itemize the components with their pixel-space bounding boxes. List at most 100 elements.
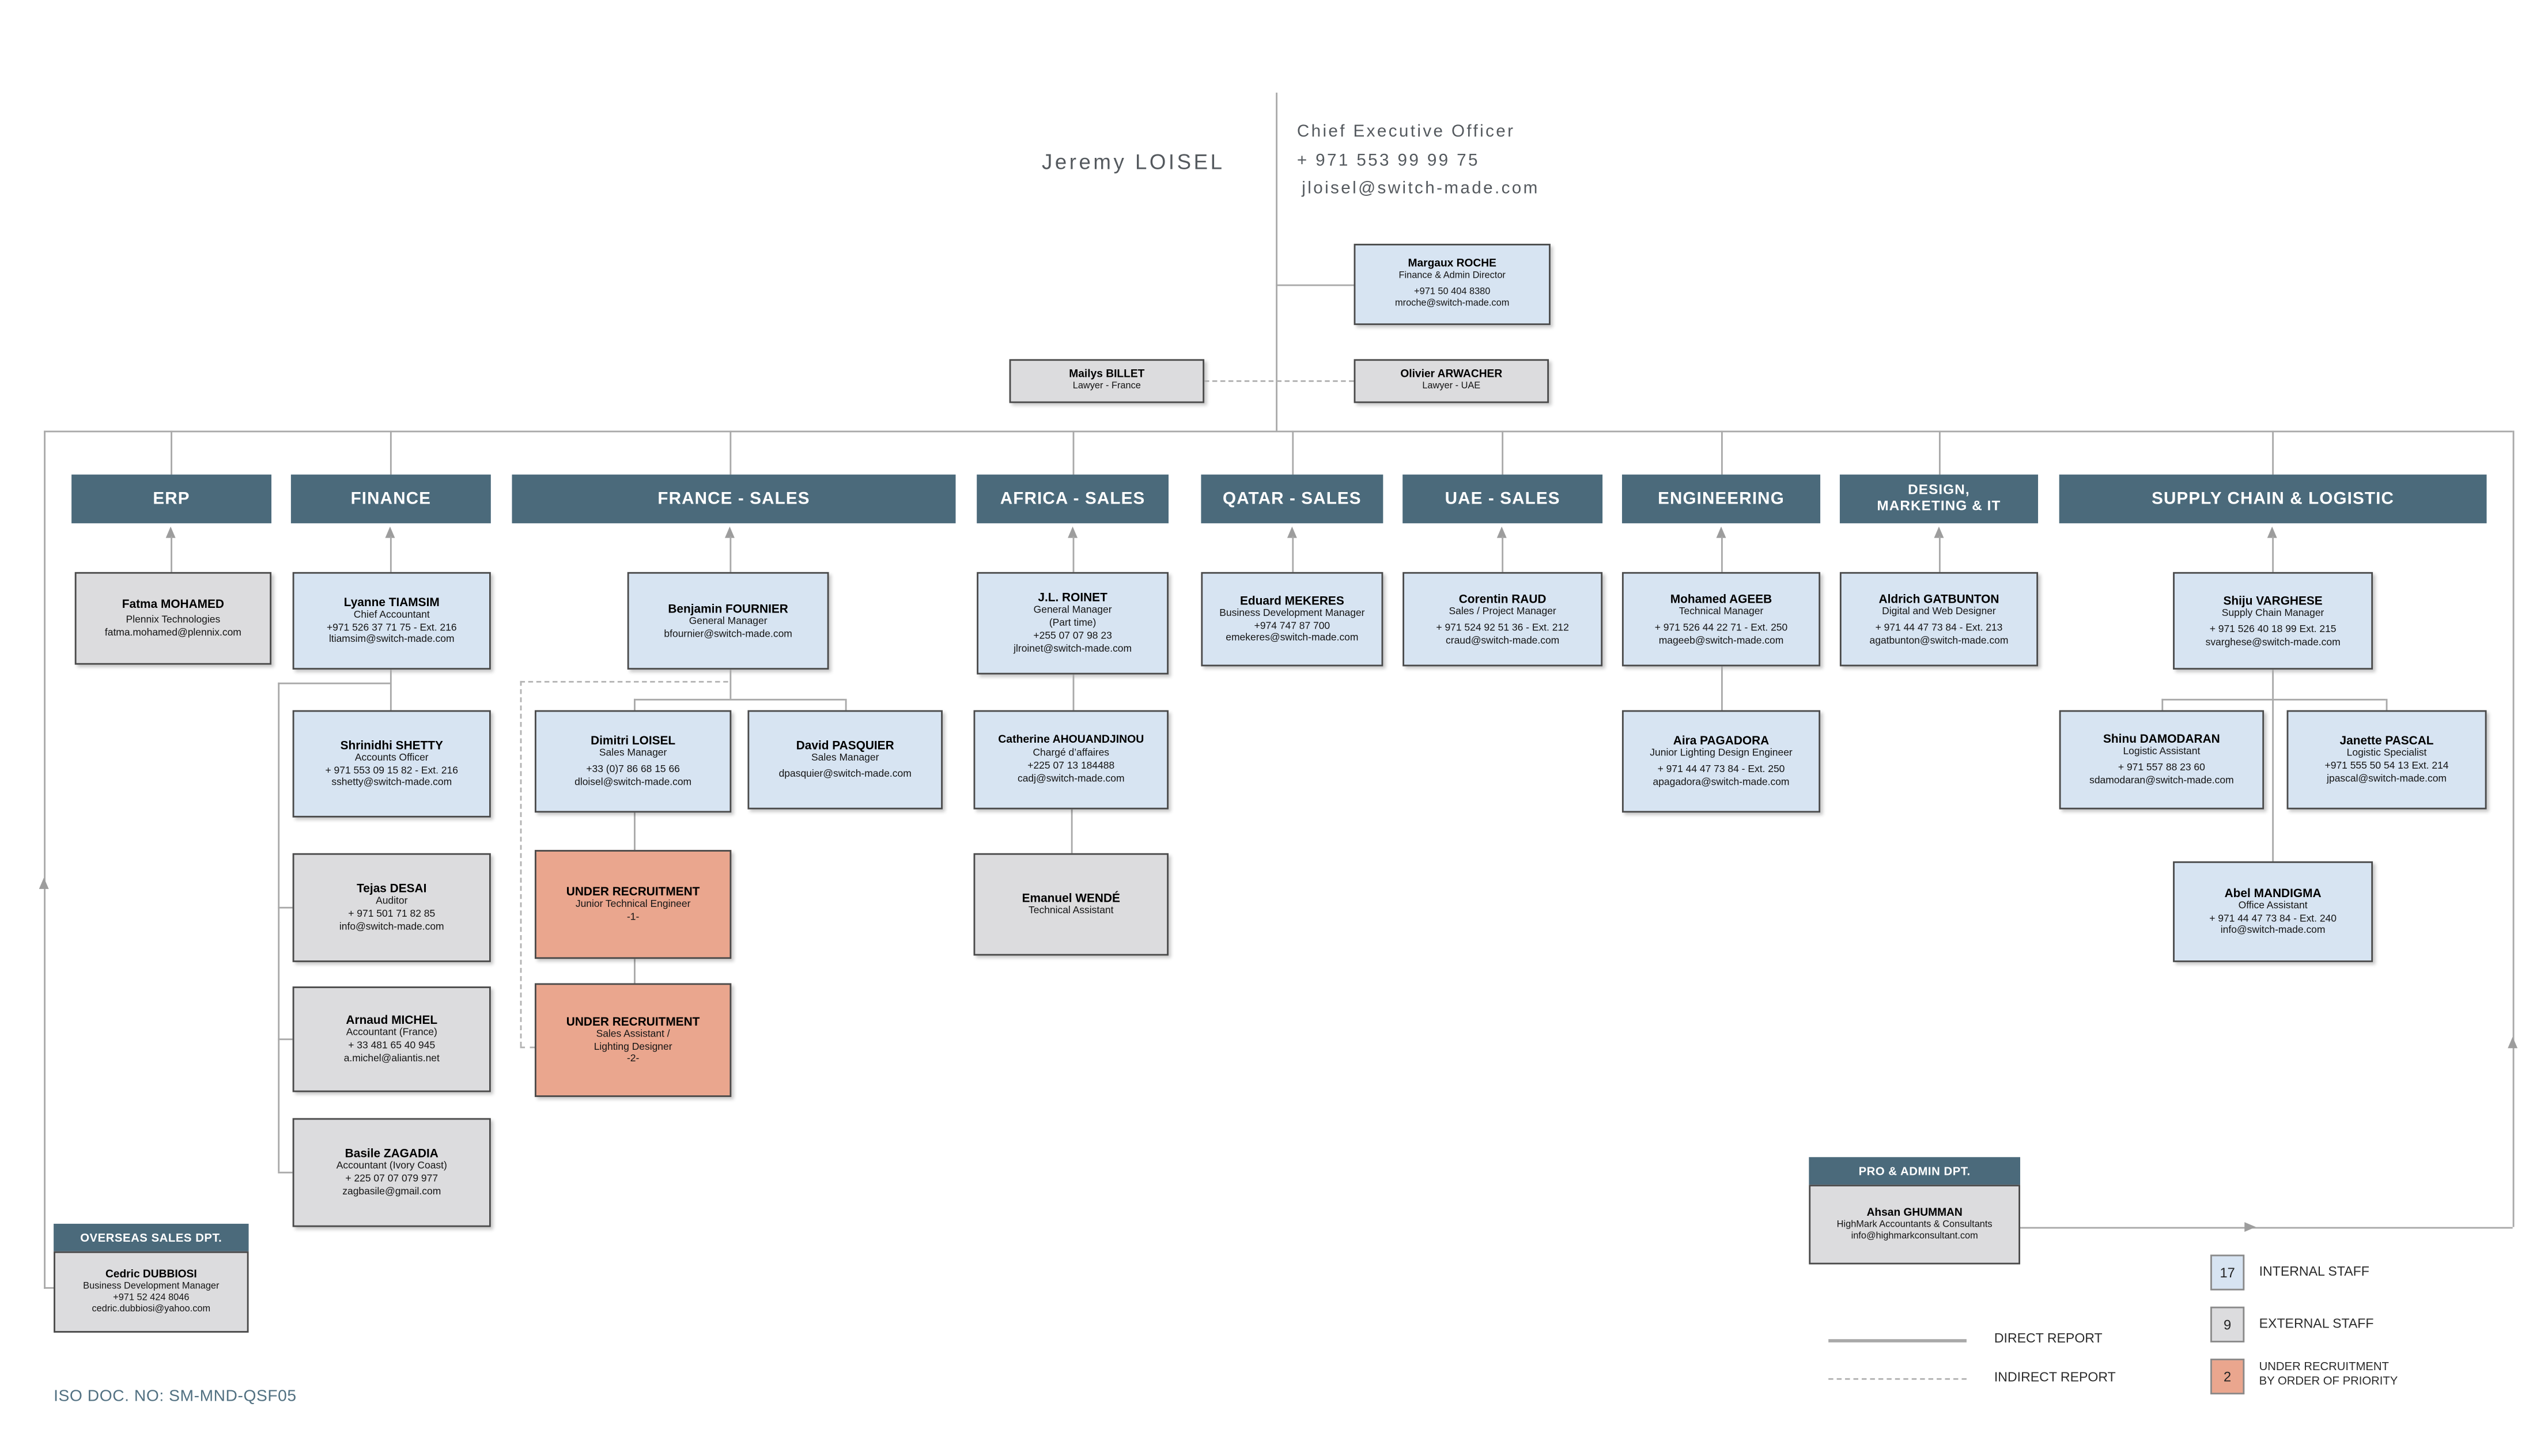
person-card-abel: Abel MANDIGMA Office Assistant + 971 44 … (2173, 861, 2373, 962)
dept-label: UAE - SALES (1445, 488, 1560, 508)
arrow-up-icon (385, 526, 395, 538)
person-card-arnaud: Arnaud MICHEL Accountant (France) + 33 4… (292, 986, 491, 1092)
person-name: David PASQUIER (796, 738, 894, 752)
person-email: cedric.dubbiosi@yahoo.com (92, 1304, 211, 1314)
person-name: Mailys BILLET (1069, 369, 1145, 381)
connector (278, 1038, 293, 1041)
person-name: Arnaud MICHEL (346, 1013, 438, 1028)
person-card-catherine: Catherine AHOUANDJINOU Chargé d’affaires… (973, 710, 1169, 810)
person-title: Plennix Technologies (126, 615, 221, 627)
connector-stub (1938, 430, 1941, 475)
person-title: Lawyer - UAE (1422, 381, 1481, 392)
person-phone: +33 (0)7 86 68 15 66 (586, 764, 680, 776)
person-phone: + 971 553 09 15 82 - Ext. 216 (325, 765, 459, 777)
dept-header-finance: FINANCE (290, 474, 491, 524)
dept-label: ERP (153, 488, 190, 508)
person-phone: + 971 44 47 73 84 - Ext. 213 (1875, 622, 2003, 634)
person-name: Basile ZAGADIA (345, 1146, 438, 1161)
person-phone: + 971 501 71 82 85 (348, 908, 436, 920)
legend-internal-swatch: 17 (2210, 1254, 2245, 1291)
connector-overseas-stub (44, 1287, 57, 1289)
person-title: Accountant (France) (346, 1027, 437, 1039)
person-phone: +971 50 404 8380 (1414, 287, 1491, 297)
connector (2386, 698, 2388, 710)
person-title: Sales Assistant / (596, 1028, 670, 1040)
person-card-shiju: Shiju VARGHESE Supply Chain Manager + 97… (2173, 572, 2373, 670)
dept-label: PRO & ADMIN DPT. (1858, 1163, 1971, 1178)
connector-stub (171, 430, 173, 475)
person-email: dloisel@switch-made.com (574, 777, 692, 789)
dept-label: FRANCE - SALES (657, 488, 810, 508)
person-name: Aldrich GATBUNTON (1878, 591, 1999, 606)
person-phone: + 971 44 47 73 84 - Ext. 240 (2209, 913, 2337, 924)
connector (1721, 666, 1723, 710)
person-name: Mohamed AGEEB (1670, 591, 1772, 606)
person-card-olivier: Olivier ARWACHER Lawyer - UAE (1354, 359, 1549, 403)
connector (1502, 536, 1504, 572)
person-title: Supply Chain Manager (2221, 607, 2324, 619)
person-card-shinu: Shinu DAMODARAN Logistic Assistant + 971… (2059, 710, 2265, 810)
connector-left-rail (44, 430, 46, 1289)
person-card-mohamed: Mohamed AGEEB Technical Manager + 971 52… (1621, 572, 1821, 667)
dept-label: AFRICA - SALES (1000, 488, 1146, 508)
legend-recruitment-label-line2: BY ORDER OF PRIORITY (2259, 1372, 2398, 1387)
legend-indirect-line (1828, 1378, 1967, 1380)
arrow-up-icon (2508, 1037, 2518, 1049)
connector (1721, 536, 1723, 572)
dept-header-supply-chain: SUPPLY CHAIN & LOGISTIC (2059, 474, 2487, 524)
connector-main-horizontal (44, 430, 2513, 433)
person-email: apagadora@switch-made.com (1653, 777, 1790, 789)
person-phone: +971 526 37 71 75 - Ext. 216 (326, 622, 457, 633)
person-title: Business Development Manager (83, 1281, 220, 1291)
connector-stub (1502, 430, 1504, 475)
person-title: Chargé d’affaires (1033, 748, 1110, 760)
connector-margaux (1276, 284, 1354, 286)
person-email: sdamodaran@switch-made.com (2089, 775, 2234, 787)
person-email: info@switch-made.com (2220, 925, 2326, 937)
person-title: Accountant (Ivory Coast) (336, 1160, 447, 1173)
connector (634, 959, 636, 984)
person-title: Auditor (376, 895, 408, 907)
person-email: mroche@switch-made.com (1395, 298, 1510, 309)
connector (278, 682, 280, 1172)
connector (729, 536, 732, 572)
person-name: J.L. ROINET (1038, 591, 1107, 606)
person-name: Eduard MEKERES (1240, 592, 1344, 608)
dept-label: SUPPLY CHAIN & LOGISTIC (2152, 488, 2395, 508)
connector-proadmin-horizontal (2020, 1227, 2513, 1229)
person-phone: + 971 557 88 23 60 (2118, 762, 2205, 774)
person-phone: + 971 44 47 73 84 - Ext. 250 (1657, 764, 1785, 776)
person-name: Cedric DUBBIOSI (105, 1268, 197, 1280)
legend-external-count: 9 (2224, 1316, 2232, 1333)
connector (1292, 536, 1294, 572)
person-name: Aira PAGADORA (1673, 733, 1770, 748)
person-card-benjamin: Benjamin FOURNIER General Manager bfourn… (627, 572, 829, 670)
person-card-janette: Janette PASCAL Logistic Specialist +971 … (2286, 710, 2487, 810)
dept-header-africa-sales: AFRICA - SALES (977, 474, 1169, 524)
connector-indirect-dashed (520, 680, 522, 1047)
person-email: a.michel@aliantis.net (343, 1053, 440, 1065)
connector (634, 812, 636, 850)
arrow-up-icon (1287, 526, 1297, 538)
person-email: svarghese@switch-made.com (2205, 636, 2341, 648)
connector-right-rail (2512, 430, 2515, 1227)
connector (278, 906, 293, 909)
person-phone: +974 747 87 700 (1254, 620, 1330, 632)
iso-doc-number: ISO DOC. NO: SM-MND-QSF05 (54, 1387, 297, 1406)
person-card-aira: Aira PAGADORA Junior Lighting Design Eng… (1621, 710, 1821, 813)
person-email: zagbasile@gmail.com (342, 1186, 441, 1198)
connector (2272, 536, 2274, 572)
connector (278, 682, 390, 685)
legend-indirect-label: INDIRECT REPORT (1994, 1370, 2116, 1385)
connector (2272, 670, 2274, 699)
person-card-jlroinet: J.L. ROINET General Manager (Part time) … (977, 572, 1169, 675)
person-title: Finance & Admin Director (1398, 271, 1506, 282)
connector-lawyers-dashed (1204, 380, 1354, 382)
person-name: Abel MANDIGMA (2224, 885, 2322, 901)
person-phone: + 971 526 44 22 71 - Ext. 250 (1654, 622, 1788, 634)
person-name: Margaux ROCHE (1408, 259, 1496, 270)
person-card-aldrich: Aldrich GATBUNTON Digital and Web Design… (1839, 572, 2039, 667)
person-card-fatma: Fatma MOHAMED Plennix Technologies fatma… (74, 572, 272, 665)
person-email: mageeb@switch-made.com (1658, 634, 1784, 646)
legend-recruitment-label: UNDER RECRUITMENT BY ORDER OF PRIORITY (2259, 1359, 2398, 1388)
